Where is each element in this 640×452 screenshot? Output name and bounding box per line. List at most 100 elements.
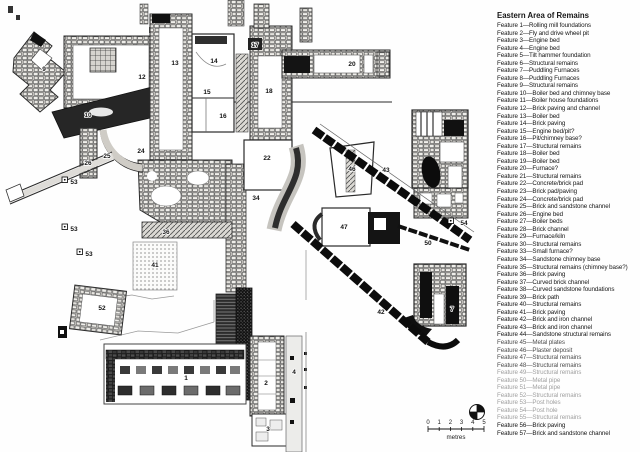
legend-entry: Feature 46—Plaster deposit — [497, 346, 573, 354]
scale-tick-label: 4 — [471, 420, 475, 426]
feature-label-46: 46 — [348, 166, 356, 173]
feature-label-52: 52 — [98, 305, 106, 312]
legend-entry: Feature 45—Metal plates — [497, 338, 565, 346]
feature-label-18: 18 — [265, 88, 273, 95]
feature-label-47: 47 — [340, 224, 348, 231]
legend-entry: Feature 7—Puddling Furnaces — [497, 67, 580, 75]
feature-label-1: 1 — [184, 375, 188, 382]
legend-entry: Feature 13—Boiler bed — [497, 112, 560, 120]
legend-entry: Feature 37—Curved brick channel — [497, 278, 590, 286]
legend-entry: Feature 49—Structural remains — [497, 369, 582, 377]
brick-path-feature-39 — [5, 151, 115, 205]
feature-label-9: 9 — [42, 66, 46, 73]
black-glyph — [58, 326, 67, 338]
legend-entry: Feature 10—Boiler bed and chimney base — [497, 89, 611, 97]
structure-feature-52 — [68, 284, 128, 336]
feature-label-34: 34 — [252, 195, 260, 202]
post-hole-marker — [76, 248, 83, 255]
structure-feature-13 — [149, 13, 193, 165]
legend-entry: Feature 21—Structural remains — [497, 172, 582, 180]
curved-brick-channel-feature-37 — [266, 143, 306, 232]
structures-features-2-3-4 — [249, 332, 307, 452]
legend-entry: Feature 14—Brick paving — [497, 120, 566, 128]
brick-paving-feature-36 — [141, 221, 233, 239]
legend-entry: Feature 23—Brick pad/paving — [497, 188, 577, 196]
scale-unit-label: metres — [447, 434, 466, 441]
feature-label-14: 14 — [210, 58, 218, 65]
legend-entry: Feature 25—Brick and sandstone channel — [497, 203, 610, 211]
debris-scatter — [8, 0, 245, 33]
feature-label-54: 54 — [460, 220, 468, 227]
scale-tick-label: 2 — [449, 420, 453, 426]
rolling-mill-feature-1 — [103, 343, 247, 405]
legend-entry: Feature 1—Rolling mill foundations — [497, 22, 591, 29]
legend-entry: Feature 19—Boiler bed — [497, 157, 560, 165]
survey-boundary-lines — [95, 250, 307, 341]
legend-entry: Feature 47—Structural remains — [497, 354, 582, 362]
feature-label-43: 43 — [382, 167, 390, 174]
feature-label-25: 25 — [103, 153, 111, 160]
legend-entry: Feature 3—Engine bed — [497, 37, 560, 45]
legend-entry: Feature 38—Curved sandstone foundations — [497, 286, 615, 294]
legend-entry: Feature 50—Metal pipe — [497, 376, 561, 384]
legend-entry: Feature 51—Metal pipe — [497, 384, 561, 392]
feature-label-2: 2 — [264, 380, 268, 387]
legend-entry: Feature 35—Structural remains (chimney b… — [497, 263, 628, 271]
feature-label-36: 36 — [162, 229, 170, 236]
legend-entry: Feature 8—Puddling Furnaces — [497, 74, 580, 82]
feature-label-15: 15 — [203, 89, 211, 96]
feature-label-53: 53 — [85, 251, 93, 258]
feature-label-13: 13 — [171, 60, 179, 67]
structure-feature-12 — [63, 35, 159, 109]
legend-entry: Feature 42—Brick and iron channel — [497, 316, 593, 324]
legend-entry: Feature 9—Structural remains — [497, 82, 578, 90]
legend-entry: Feature 30—Structural remains — [497, 240, 582, 248]
legend-entry: Feature 39—Brick path — [497, 293, 560, 301]
feature-label-22: 22 — [263, 155, 271, 162]
legend-entry: Feature 24—Concrete/brick pad — [497, 195, 584, 203]
legend-entry: Feature 16—Pit/chimney base? — [497, 135, 582, 143]
legend-entry: Feature 48—Structural remains — [497, 361, 582, 369]
legend-entry: Feature 11—Boiler house foundations — [497, 97, 599, 105]
post-hole-marker — [447, 217, 454, 224]
feature-label-24: 24 — [137, 148, 145, 155]
legend-entry: Feature 20—Furnace? — [497, 165, 558, 173]
legend-entry: Feature 26—Engine bed — [497, 210, 564, 218]
legend-entry: Feature 56—Brick paving — [497, 421, 566, 429]
structure-features-14-16 — [191, 33, 235, 133]
feature-label-50: 50 — [424, 240, 432, 247]
central-structural-mass — [137, 159, 233, 223]
legend-entry: Feature 54—Post hole — [497, 406, 558, 414]
legend-entry: Feature 36—Brick paving — [497, 271, 566, 279]
legend-entry: Feature 18—Boiler bed — [497, 150, 560, 158]
legend-entry: Feature 53—Post holes — [497, 399, 561, 407]
structure-feature-22 — [243, 139, 293, 191]
feature-label-4: 4 — [292, 369, 296, 376]
survey-north-symbol — [469, 404, 485, 420]
feature-label-42: 42 — [377, 309, 385, 316]
legend-entry: Feature 52—Structural remains — [497, 391, 582, 399]
legend-entry: Feature 55—Structural remains — [497, 414, 582, 422]
scale-tick-label: 3 — [460, 420, 464, 426]
feature-label-26: 26 — [84, 160, 92, 167]
legend-panel: Eastern Area of Remains Feature 1—Rollin… — [497, 11, 639, 437]
feature-label-17: 17 — [251, 42, 259, 49]
furnace-complex-features-29-35 — [411, 109, 469, 219]
legend-entry: Feature 2—Fly and drive wheel pit — [497, 29, 589, 37]
feature-label-3: 3 — [266, 426, 270, 433]
scale-bar — [427, 426, 485, 432]
post-hole-marker — [61, 176, 68, 183]
legend-entry: Feature 5—Tilt hammer foundation — [497, 52, 591, 60]
legend-entry: Feature 12—Brick paving and channel — [497, 105, 600, 113]
legend-entry: Feature 15—Engine bed/pit? — [497, 127, 575, 135]
feature-label-10: 10 — [84, 112, 92, 119]
structures-features-46-47 — [312, 141, 400, 247]
legend-entry: Feature 33—Small furnace? — [497, 248, 573, 256]
feature-label-20: 20 — [348, 61, 356, 68]
legend-entry: Feature 41—Brick paving — [497, 308, 566, 316]
legend-entry: Feature 57—Brick and sandstone channel — [497, 429, 610, 437]
brick-paving-feature-41 — [132, 241, 178, 291]
feature-label-53: 53 — [70, 226, 78, 233]
scale-tick-label: 0 — [426, 420, 430, 426]
